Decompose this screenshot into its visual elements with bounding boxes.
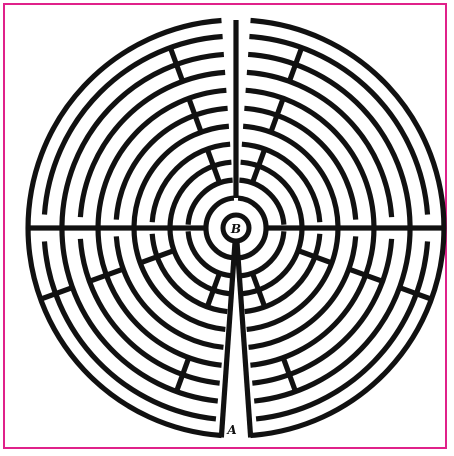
ring-wall (249, 36, 427, 214)
ring-wall (44, 36, 222, 214)
entrance-wall (237, 242, 251, 438)
ring-wall (206, 198, 234, 258)
ring-wall (238, 198, 266, 258)
center-label: B (230, 222, 241, 236)
entrance-wall (221, 242, 235, 438)
entrance-label: A (226, 423, 236, 437)
ring-wall (256, 241, 427, 419)
ring-wall (44, 241, 215, 419)
